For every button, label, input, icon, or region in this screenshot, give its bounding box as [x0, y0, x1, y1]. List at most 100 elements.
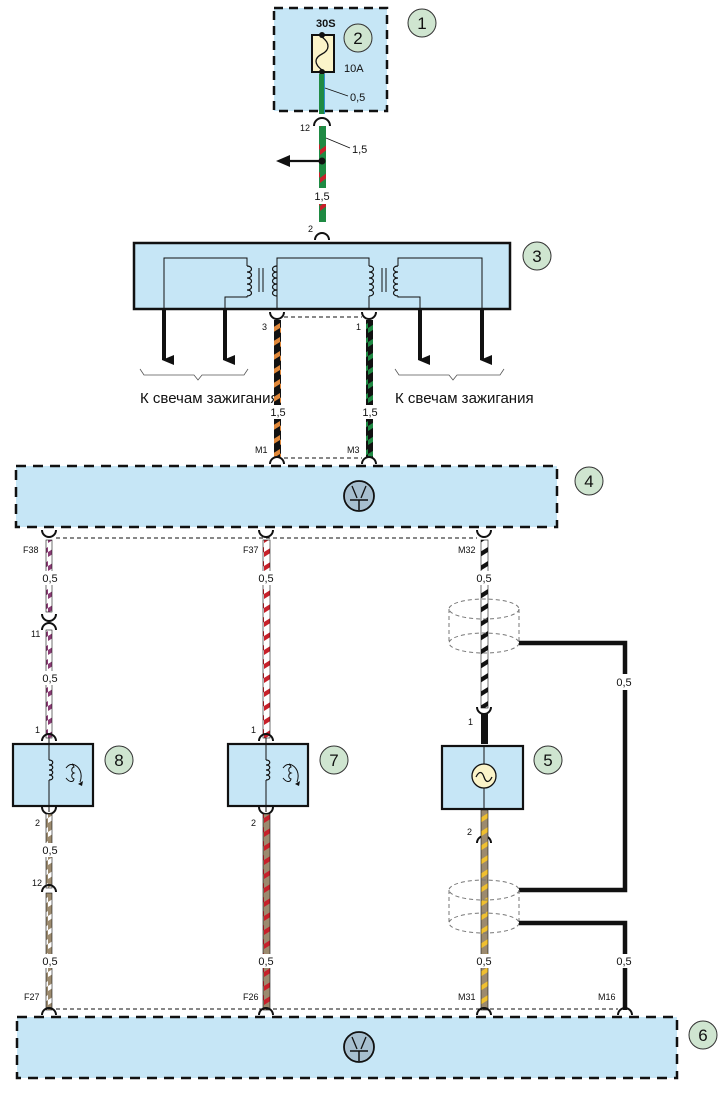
ignition-coil-block	[132, 241, 512, 311]
ecu-connector-f26	[258, 1007, 274, 1016]
badge-6: 6	[688, 1020, 718, 1050]
spark-plug-label-right: К свечам зажигания	[395, 390, 534, 407]
badge-6-label: 6	[698, 1026, 707, 1045]
sensor5-wire-size-bottom: 0,5	[476, 956, 491, 968]
sensor8-pin-2-label: 2	[35, 818, 40, 828]
connector-coil-1-symbol	[361, 311, 377, 320]
connector-coil-2-symbol	[314, 232, 330, 241]
badge-5-label: 5	[543, 751, 552, 770]
shield-wire-size-lower: 0,5	[616, 956, 631, 968]
badge-3-label: 3	[532, 247, 541, 266]
sensor7-pin-1-label: 1	[251, 725, 256, 735]
ecu-connector-m16	[617, 1007, 633, 1016]
badge-4-label: 4	[584, 472, 593, 491]
spark-plug-leads-left	[139, 309, 249, 381]
ecu-pin-m16-label: M16	[598, 992, 616, 1002]
sensor7-pin-2-label: 2	[251, 818, 256, 828]
label-bg	[38, 954, 62, 968]
fuse-icon	[311, 32, 335, 75]
wire-m32-to-sensor5	[480, 539, 489, 709]
ecu-connector-m3	[361, 456, 377, 465]
sensor7-wire-size-top: 0,5	[258, 573, 273, 585]
wire-size-m3: 1,5	[362, 407, 377, 419]
spark-plug-leads-right	[394, 309, 505, 381]
label-bg	[612, 674, 638, 690]
badge-8-label: 8	[114, 751, 123, 770]
connector-11-bottom	[41, 622, 57, 631]
feed-wire-size-b: 1,5	[314, 191, 329, 203]
feed-wire	[319, 126, 326, 222]
fuse-rating-label: 10A	[344, 63, 364, 75]
ecu-connector-f27	[41, 1007, 57, 1016]
shield-drain-wire-lower	[519, 920, 628, 1010]
connector-12b-label: 12	[32, 878, 42, 888]
badge-2-label: 2	[353, 29, 362, 48]
label-bg	[360, 405, 380, 419]
sensor8-wire-size-top: 0,5	[42, 573, 57, 585]
sensor-7-block	[226, 738, 310, 812]
badge-1: 1	[407, 8, 437, 38]
sensor5-wire-size-top: 0,5	[476, 573, 491, 585]
badge-1-label: 1	[417, 14, 426, 33]
wire-f37-to-sensor7	[262, 539, 271, 739]
leader-line	[324, 87, 349, 97]
connector-11-label: 11	[31, 629, 40, 639]
fuse-output-wire	[319, 74, 325, 114]
connector-12-symbol	[313, 117, 331, 127]
label-bg	[268, 405, 288, 419]
transistor-icon	[343, 480, 375, 512]
label-bg	[612, 954, 638, 968]
fuse-terminal-label: 30S	[316, 18, 336, 30]
label-bg	[254, 571, 278, 585]
shield-drain-wire-upper	[519, 640, 628, 893]
ecu-connector-m32	[476, 529, 492, 538]
badge-2: 2	[343, 23, 373, 53]
ecu-pin-f27-label: F27	[24, 992, 40, 1002]
connector-11-top	[41, 613, 57, 622]
badge-7-label: 7	[329, 751, 338, 770]
ecu-pin-m31-label: M31	[458, 992, 476, 1002]
badge-7: 7	[319, 745, 349, 775]
wire-coil-3-to-m1	[274, 320, 281, 458]
coil-pin-3-label: 3	[262, 322, 267, 332]
label-bg	[472, 954, 496, 968]
sensor8-wire-size-bottom: 0,5	[42, 956, 57, 968]
spark-plug-label-left: К свечам зажигания	[140, 390, 279, 407]
sensor-8-block	[11, 738, 95, 812]
transistor-icon	[343, 1031, 375, 1063]
connector-coil-3-symbol	[269, 311, 285, 320]
label-bg	[472, 571, 496, 585]
wire-into-sensor5	[481, 714, 488, 744]
ecu-block-upper	[14, 464, 559, 529]
label-bg	[38, 671, 62, 685]
feed-wire-size-a: 1,5	[352, 144, 367, 156]
sensor7-connector-in	[258, 733, 274, 742]
coil-pin-1-label: 1	[356, 322, 361, 332]
wire-coil-1-to-m3	[366, 320, 373, 458]
ecu-pin-f38-label: F38	[23, 545, 39, 555]
wire-sensor5-to-m31	[480, 809, 489, 1011]
wire-conn12-to-f27	[45, 892, 53, 1011]
wire-sensor7-to-f26	[262, 813, 271, 1011]
label-bg	[254, 954, 278, 968]
sensor8-wire-size-after: 0,5	[42, 845, 57, 857]
sensor8-connector-in	[41, 733, 57, 742]
sensor8-wire-size-mid: 0,5	[42, 673, 57, 685]
ecu-connector-f38	[41, 529, 57, 538]
badge-5: 5	[533, 745, 563, 775]
ecu-pin-f37-label: F37	[243, 545, 259, 555]
shield-wire-size-upper: 0,5	[616, 677, 631, 689]
ecu-pin-f26-label: F26	[243, 992, 259, 1002]
leader-line	[325, 137, 351, 149]
badge-4: 4	[574, 466, 604, 496]
sensor5-pin-2-label: 2	[467, 827, 472, 837]
ecu-pin-m32-label: M32	[458, 545, 476, 555]
ecu-connector-m1	[269, 456, 285, 465]
sensor8-pin-1-label: 1	[35, 725, 40, 735]
label-bg	[312, 188, 332, 204]
ecu-connector-m31	[476, 1007, 492, 1016]
label-bg	[38, 843, 62, 857]
label-bg	[38, 571, 62, 585]
fuse-wire-size: 0,5	[350, 92, 365, 104]
